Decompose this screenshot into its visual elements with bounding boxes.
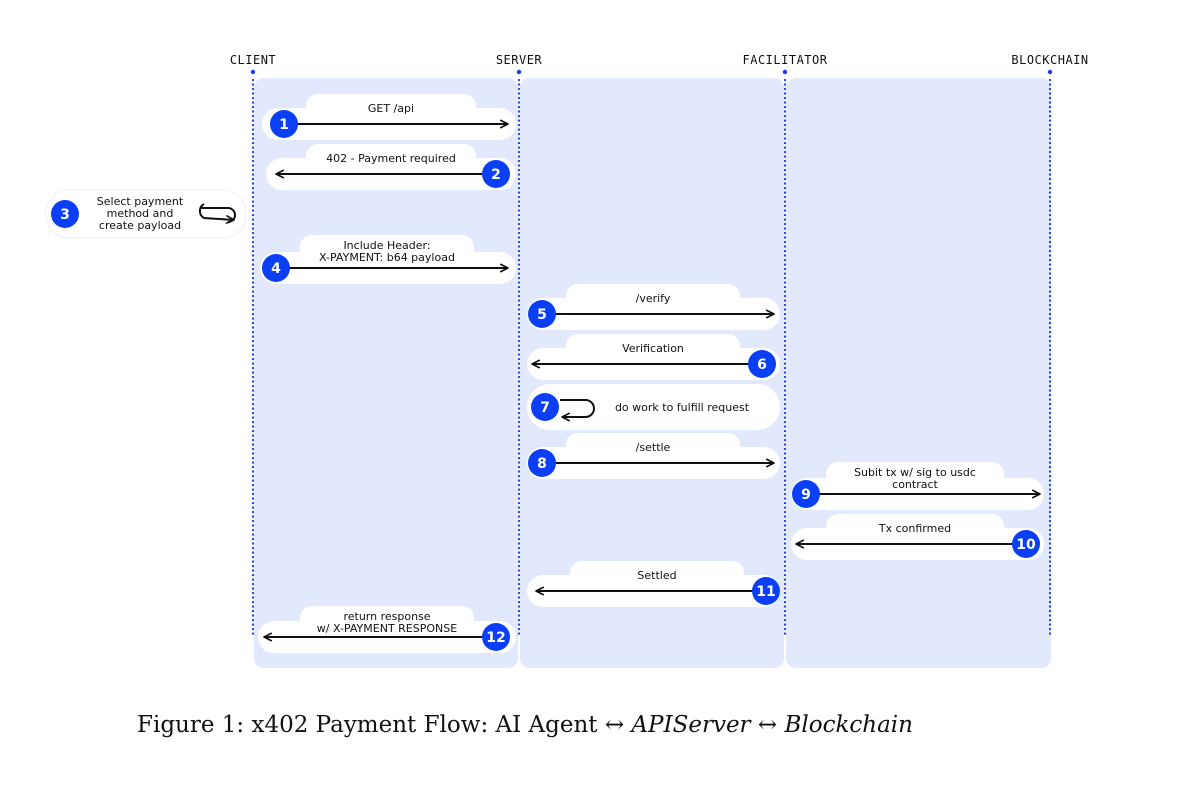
lane-label-blockchain: BLOCKCHAIN	[1011, 53, 1088, 67]
lane-label-server: SERVER	[496, 53, 543, 67]
loop-arrow-icon	[198, 203, 235, 224]
lane-panel-1	[254, 78, 518, 668]
step-7-label: do work to fulfill request	[615, 401, 750, 414]
step-1-number: 1	[279, 117, 289, 133]
step-6-badge	[748, 350, 776, 378]
caption-prefix: Figure 1: x402 Payment Flow: AI Agent	[137, 712, 605, 738]
step-3-label: Select payment	[97, 195, 184, 208]
lane-label-facilitator: FACILITATOR	[743, 53, 828, 67]
step-11: Settled 11	[527, 561, 780, 607]
step-1-label: GET /api	[368, 102, 414, 115]
step-1: GET /api 1	[262, 94, 516, 140]
figure-caption: Figure 1: x402 Payment Flow: AI Agent ↔ …	[0, 712, 1050, 738]
sequence-diagram: CLIENT SERVER FACILITATOR BLOCKCHAIN GET /ap…	[45, 53, 1088, 668]
step-10-number: 10	[1016, 537, 1036, 553]
step-4-label: Include Header:	[343, 239, 430, 252]
step-8: /settle 8	[527, 433, 780, 479]
caption-arrow-1: ↔	[604, 712, 625, 738]
caption-arrow-2: ↔	[757, 712, 778, 738]
lane-panel-3	[786, 78, 1051, 668]
step-3-badge	[51, 200, 79, 228]
step-6-label: Verification	[622, 342, 684, 355]
step-12-label: w/ X-PAYMENT RESPONSE	[317, 622, 457, 635]
step-2-badge	[482, 160, 510, 188]
step-11-number: 11	[756, 584, 775, 600]
step-6: Verification 6	[527, 334, 780, 380]
step-10-label: Tx confirmed	[878, 522, 951, 535]
step-4-badge	[262, 254, 290, 282]
step-9-badge	[792, 480, 820, 508]
step-9-label: Subit tx w/ sig to usdc	[854, 466, 976, 479]
step-7-number: 7	[540, 400, 550, 416]
step-3-label: method and	[107, 207, 174, 220]
step-10-badge	[1012, 530, 1040, 558]
step-5-label: /verify	[636, 292, 671, 305]
caption-blockchain: Blockchain	[784, 712, 913, 738]
step-12-number: 12	[486, 630, 505, 646]
step-7: do work to fulfill request 7	[527, 384, 780, 430]
step-4-number: 4	[271, 261, 281, 277]
step-7-box	[527, 384, 780, 430]
step-9-number: 9	[801, 487, 811, 503]
lifeline-head-dot	[516, 69, 522, 75]
step-3-number: 3	[60, 207, 70, 223]
step-12-label: return response	[343, 610, 430, 623]
lifeline-head-dot	[1047, 69, 1053, 75]
step-10: Tx confirmed 10	[791, 514, 1044, 560]
step-7-badge	[531, 393, 559, 421]
loop-arrow-icon	[560, 399, 595, 422]
lifeline-head-dot	[782, 69, 788, 75]
step-3-box	[45, 189, 247, 239]
caption-api-server: APIServer	[631, 712, 751, 738]
step-8-number: 8	[537, 456, 547, 472]
step-8-label: /settle	[636, 441, 671, 454]
step-2-number: 2	[491, 167, 501, 183]
step-8-badge	[528, 449, 556, 477]
step-2: 402 - Payment required 2	[266, 144, 516, 190]
lifeline-head-dot	[250, 69, 256, 75]
step-5-badge	[528, 300, 556, 328]
step-12-badge	[482, 623, 510, 651]
step-1-badge	[270, 110, 298, 138]
lane-label-client: CLIENT	[230, 53, 276, 67]
step-2-label: 402 - Payment required	[326, 152, 456, 165]
step-3-label: create payload	[99, 219, 181, 232]
step-9-label: contract	[892, 478, 938, 491]
step-5: /verify 5	[527, 284, 780, 330]
step-4-label: X-PAYMENT: b64 payload	[319, 251, 455, 264]
step-11-label: Settled	[637, 569, 676, 582]
step-4: Include Header:X-PAYMENT: b64 payload 4	[260, 235, 516, 284]
step-6-number: 6	[757, 357, 767, 373]
step-5-number: 5	[537, 307, 547, 323]
step-11-badge	[752, 577, 780, 605]
